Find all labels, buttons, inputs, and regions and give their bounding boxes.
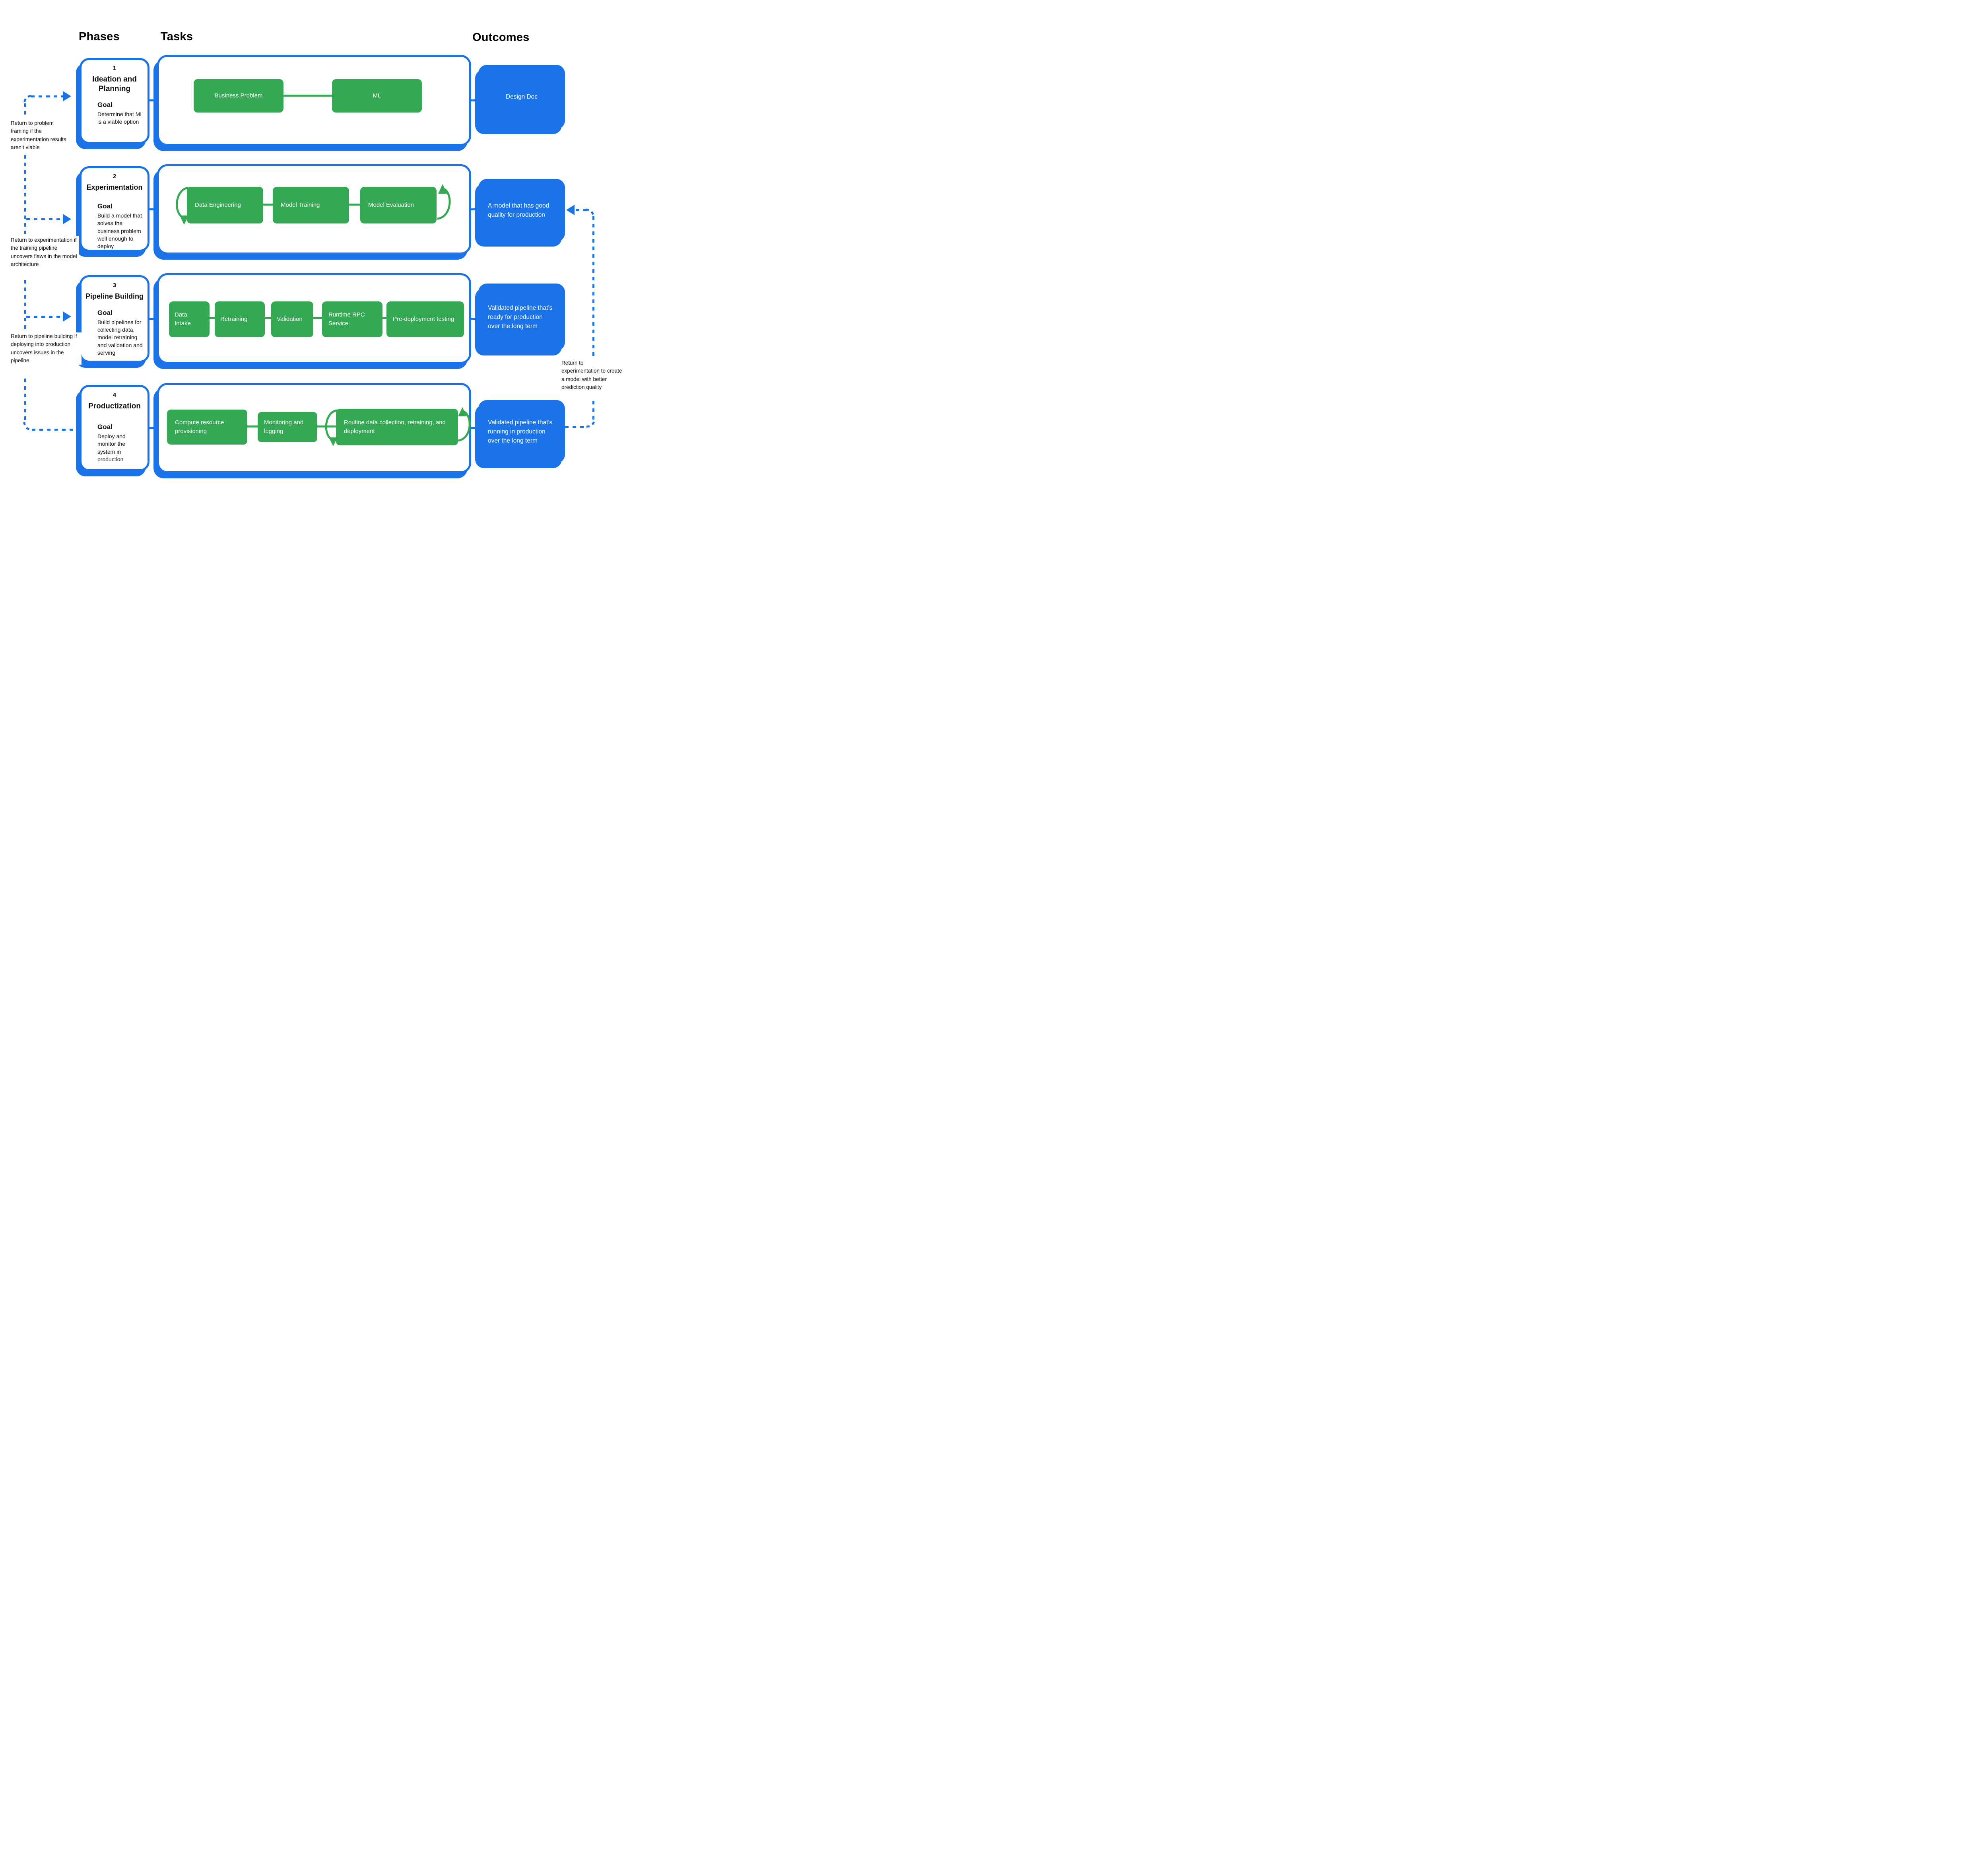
task-business-problem: Business Problem bbox=[194, 79, 283, 113]
connector-businessproblem-ml bbox=[283, 95, 332, 97]
experimentation-loop-arrow-left bbox=[176, 186, 189, 225]
task-data-intake: Data Intake bbox=[169, 301, 210, 337]
outcome-design-doc: Design Doc bbox=[478, 65, 565, 129]
phase-title: Ideation and Planning bbox=[92, 75, 137, 93]
connector-di-rt bbox=[210, 317, 215, 319]
connector-crp-mon bbox=[247, 425, 258, 427]
phase-title: Productization bbox=[88, 402, 141, 410]
dashed-corner-bottom-left bbox=[23, 422, 33, 431]
phase-card-productization: 4 Productization Goal Deploy and monitor… bbox=[80, 385, 149, 471]
annotation-return-problem-framing: Return to problem framing if the experim… bbox=[11, 119, 70, 152]
feedback-dash-to-phase1 bbox=[31, 95, 63, 97]
phase-number: 2 bbox=[113, 173, 116, 180]
annotation-return-experimentation-quality: Return to experimentation to create a mo… bbox=[561, 359, 623, 391]
connector-mt-me bbox=[349, 204, 360, 206]
phases-column-header: Phases bbox=[79, 30, 120, 43]
goal-label: Goal bbox=[97, 101, 113, 109]
outcomes-column-header: Outcomes bbox=[472, 31, 530, 44]
connector-phase4-tasks bbox=[146, 427, 163, 429]
task-validation: Validation bbox=[271, 301, 313, 337]
connector-rt-va bbox=[265, 317, 271, 319]
phase-goal: Goal Determine that ML is a viable optio… bbox=[97, 101, 144, 126]
phase-goal: Goal Build a model that solves the busin… bbox=[97, 202, 144, 251]
feedback-dash-from-phase4 bbox=[32, 429, 77, 431]
feedback-dash-vertical-1 bbox=[24, 103, 26, 118]
phase-goal: Goal Deploy and monitor the system in pr… bbox=[97, 423, 144, 463]
outcome-validated-pipeline-ready: Validated pipeline that’s ready for prod… bbox=[478, 284, 565, 351]
phase-number: 1 bbox=[113, 65, 116, 72]
phase-card-ideation-planning: 1 Ideation and Planning Goal Determine t… bbox=[80, 58, 149, 144]
phase-card-experimentation: 2 Experimentation Goal Build a model tha… bbox=[80, 166, 149, 252]
phase-number: 4 bbox=[113, 392, 116, 398]
task-ml: ML bbox=[332, 79, 422, 113]
task-data-engineering: Data Engineering bbox=[187, 187, 263, 223]
feedback-dash-to-outcome2 bbox=[576, 209, 587, 211]
feedback-dash-to-phase3 bbox=[26, 316, 63, 318]
connector-phase2-tasks bbox=[146, 208, 163, 210]
connector-rpc-pd bbox=[382, 317, 386, 319]
feedback-dash-vertical-right-lower bbox=[592, 401, 594, 420]
goal-text: Determine that ML is a viable option bbox=[97, 111, 143, 125]
annotation-return-experimentation: Return to experimentation if the trainin… bbox=[11, 236, 79, 268]
goal-text: Build pipelines for collecting data, mod… bbox=[97, 319, 143, 356]
experimentation-loop-arrow-right bbox=[437, 184, 451, 220]
phase-number: 3 bbox=[113, 282, 116, 289]
outcome-model-quality: A model that has good quality for produc… bbox=[478, 179, 565, 242]
production-loop-arrow-right bbox=[458, 407, 471, 442]
goal-label: Goal bbox=[97, 309, 113, 317]
outcome-validated-pipeline-running: Validated pipeline that’s running in pro… bbox=[478, 400, 565, 463]
connector-phase1-tasks bbox=[146, 99, 163, 101]
connector-va-rpc bbox=[313, 317, 322, 319]
task-routine-data-collection: Routine data collection, retraining, and… bbox=[336, 409, 458, 445]
goal-label: Goal bbox=[97, 423, 113, 431]
connector-de-mt bbox=[263, 204, 273, 206]
feedback-dash-to-phase2 bbox=[26, 218, 63, 220]
goal-text: Build a model that solves the business p… bbox=[97, 212, 142, 250]
feedback-dash-vertical-right-upper bbox=[592, 216, 594, 358]
feedback-arrowhead-phase2 bbox=[63, 214, 71, 224]
feedback-dash-vertical-2 bbox=[24, 155, 26, 234]
phase-title: Experimentation bbox=[86, 183, 143, 191]
task-runtime-rpc-service: Runtime RPC Service bbox=[322, 301, 382, 337]
feedback-dash-vertical-3 bbox=[24, 280, 26, 330]
goal-text: Deploy and monitor the system in product… bbox=[97, 433, 126, 463]
feedback-dash-from-outcome4 bbox=[565, 426, 587, 428]
goal-label: Goal bbox=[97, 202, 113, 210]
feedback-arrowhead-phase3 bbox=[63, 311, 71, 322]
feedback-arrowhead-phase1 bbox=[63, 91, 71, 101]
annotation-return-pipeline-building: Return to pipeline building if deploying… bbox=[11, 332, 82, 365]
dashed-corner-bottom-right bbox=[586, 418, 596, 428]
feedback-arrowhead-outcome2 bbox=[566, 205, 575, 215]
dashed-corner-top-left bbox=[23, 95, 31, 104]
phase-card-pipeline-building: 3 Pipeline Building Goal Build pipelines… bbox=[80, 275, 149, 363]
task-model-training: Model Training bbox=[273, 187, 349, 223]
task-model-evaluation: Model Evaluation bbox=[360, 187, 437, 223]
tasks-column-header: Tasks bbox=[161, 30, 193, 43]
task-compute-resource-provisioning: Compute resource provisioning bbox=[167, 410, 247, 445]
mlops-phases-diagram: Phases Tasks Outcomes 1 Ideation and Pla… bbox=[0, 0, 623, 514]
feedback-dash-vertical-4 bbox=[24, 379, 26, 422]
task-retraining: Retraining bbox=[215, 301, 265, 337]
production-loop-arrow-left bbox=[325, 409, 338, 446]
phase-goal: Goal Build pipelines for collecting data… bbox=[97, 309, 144, 357]
phase-title: Pipeline Building bbox=[85, 292, 144, 300]
task-predeployment-testing: Pre-deployment testing bbox=[386, 301, 464, 337]
task-monitoring-logging: Monitoring and logging bbox=[258, 412, 317, 442]
connector-phase3-tasks bbox=[146, 318, 163, 320]
